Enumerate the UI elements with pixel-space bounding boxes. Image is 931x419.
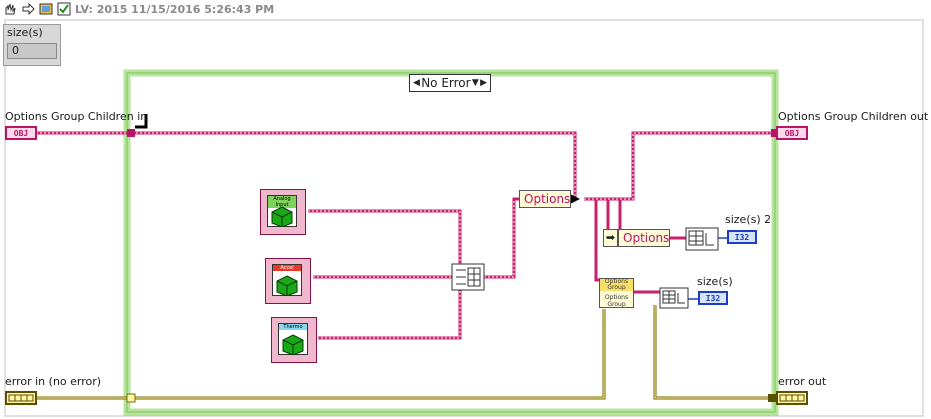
options-property-node-top[interactable]: Options xyxy=(519,190,571,208)
case-dropdown-icon[interactable]: ▼ xyxy=(471,78,479,88)
ref-thermo[interactable]: Thermo xyxy=(271,317,317,363)
error-out-terminal[interactable] xyxy=(776,391,808,405)
arrow-tool-icon[interactable] xyxy=(21,2,35,16)
wire-dots xyxy=(36,132,776,339)
ref-thermo-title: Thermo xyxy=(279,324,307,330)
tunnel-in-error xyxy=(126,393,136,403)
checkbox-icon[interactable] xyxy=(57,2,71,16)
options-group-method-node[interactable]: Options Group Options Group xyxy=(599,278,634,308)
build-array-grid xyxy=(456,267,481,287)
ref-accel-title: Accel xyxy=(273,265,301,271)
hand-tool-icon[interactable] xyxy=(3,2,17,16)
options-group-children-in-terminal[interactable]: OBJ xyxy=(5,126,37,140)
version-timestamp: LV: 2015 11/15/2016 5:26:43 PM xyxy=(75,2,275,16)
error-in-terminal[interactable] xyxy=(5,391,37,405)
tunnel-in-obj xyxy=(127,129,135,137)
prop-arrow-1 xyxy=(570,194,580,204)
method-node-body: Options Group xyxy=(604,294,629,308)
options-property-node-middle[interactable]: Options xyxy=(618,229,670,247)
tunnel-out-error xyxy=(768,394,776,402)
property-node-ref-arrow-icon: ➡ xyxy=(603,229,618,247)
method-node-header: Options Group xyxy=(600,279,633,291)
ref-accel[interactable]: Accel xyxy=(265,258,311,304)
error-in-label: error in (no error) xyxy=(5,375,102,388)
toolbar: LV: 2015 11/15/2016 5:26:43 PM xyxy=(3,2,274,16)
ref-analog-input-title: Analog Input xyxy=(268,196,296,208)
size-output-label: size(s) xyxy=(697,275,733,288)
frame-border xyxy=(4,19,924,417)
case-decrement-icon[interactable]: ◀ xyxy=(413,78,420,88)
ref-thermo-icon: Thermo xyxy=(278,323,308,355)
case-selector[interactable]: ◀ No Error ▼ ▶ xyxy=(409,74,491,92)
case-increment-icon[interactable]: ▶ xyxy=(480,78,487,88)
size-output-terminal[interactable]: I32 xyxy=(698,291,728,305)
case-structure-border xyxy=(123,69,779,416)
tunnel-out-obj xyxy=(771,129,779,137)
options-group-children-in-label: Options Group Children in xyxy=(5,110,148,123)
size-output-2-terminal[interactable]: I32 xyxy=(727,230,757,244)
wire-to-options-prop xyxy=(131,131,577,199)
cluster-icon xyxy=(779,394,805,402)
size-indicator-label: size(s) xyxy=(7,26,43,39)
options-group-children-out-label: Options Group Children out xyxy=(778,110,929,123)
size-indicator-value[interactable]: 0 xyxy=(7,43,57,59)
case-structure-outline xyxy=(126,72,776,413)
ref-analog-input-icon: Analog Input xyxy=(267,195,297,227)
error-wire-highlights xyxy=(36,305,776,399)
size-indicator: size(s) 0 xyxy=(3,24,61,66)
ref-accel-icon: Accel xyxy=(272,264,302,296)
vi-icon[interactable] xyxy=(39,2,53,16)
error-out-label: error out xyxy=(778,375,827,388)
options-group-children-out-terminal[interactable]: OBJ xyxy=(776,126,808,140)
size-output-2-label: size(s) 2 xyxy=(725,213,772,226)
cluster-icon xyxy=(8,394,34,402)
case-selector-label: No Error xyxy=(421,76,471,90)
ref-analog-input[interactable]: Analog Input xyxy=(260,189,306,235)
bracket-mark xyxy=(135,114,148,129)
